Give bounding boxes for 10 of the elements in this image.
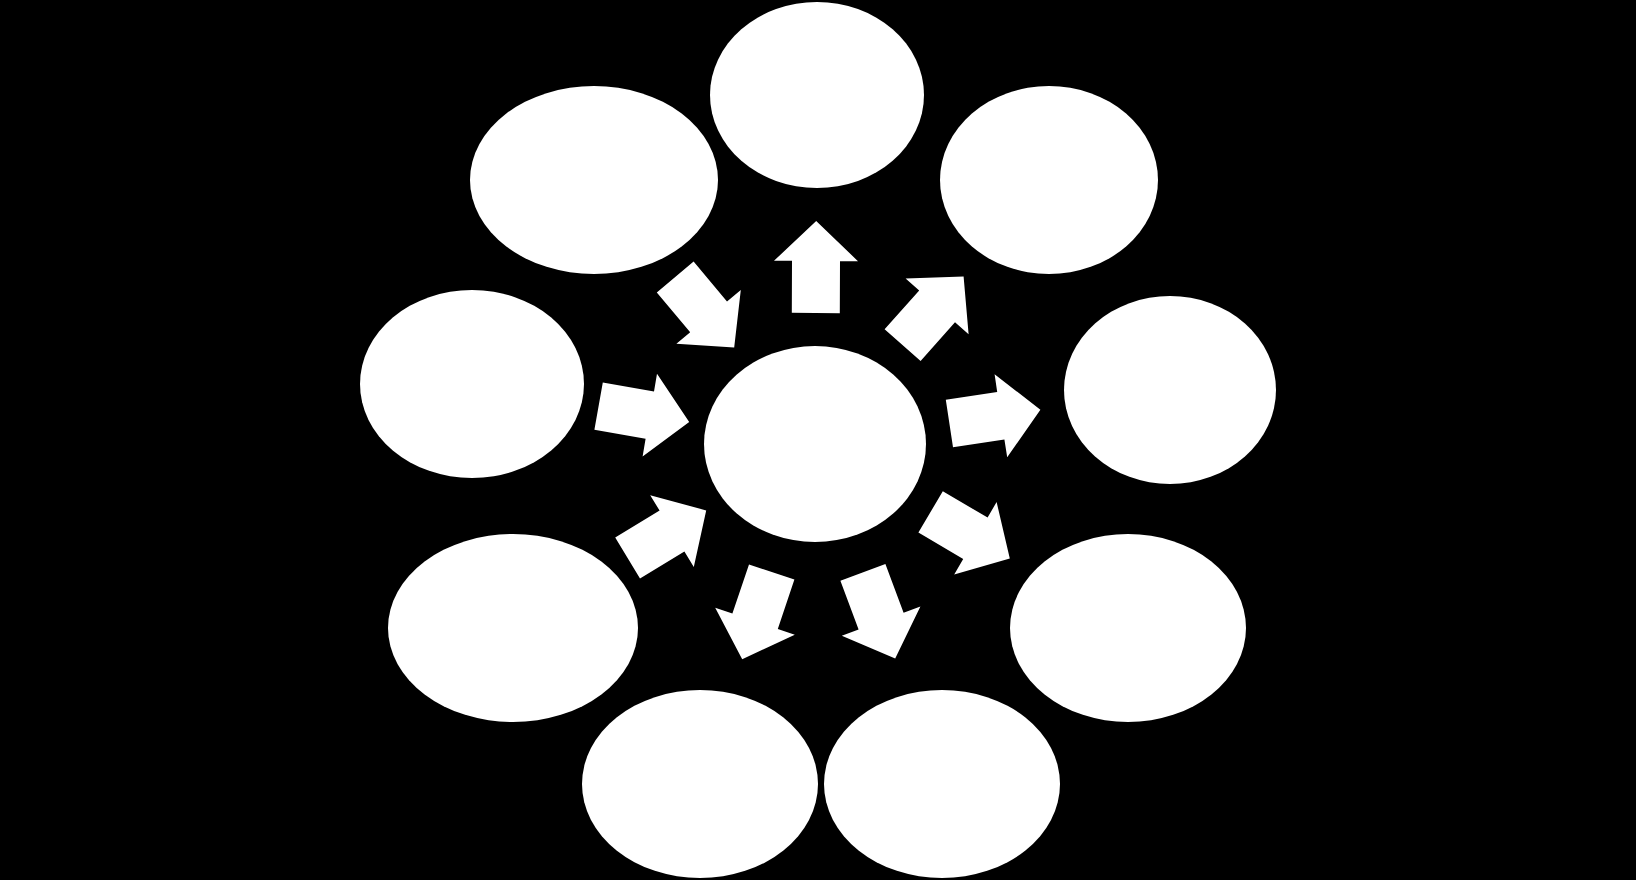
block-arrow (615, 495, 707, 579)
block-arrow (945, 374, 1041, 458)
block-arrow (715, 564, 795, 660)
ellipse-shape (704, 346, 926, 542)
block-arrow (594, 373, 690, 457)
block-arrow (840, 564, 921, 659)
block-arrow (884, 276, 969, 361)
block-arrow (918, 491, 1010, 575)
block-arrow (774, 221, 858, 314)
block-arrow (656, 261, 741, 348)
